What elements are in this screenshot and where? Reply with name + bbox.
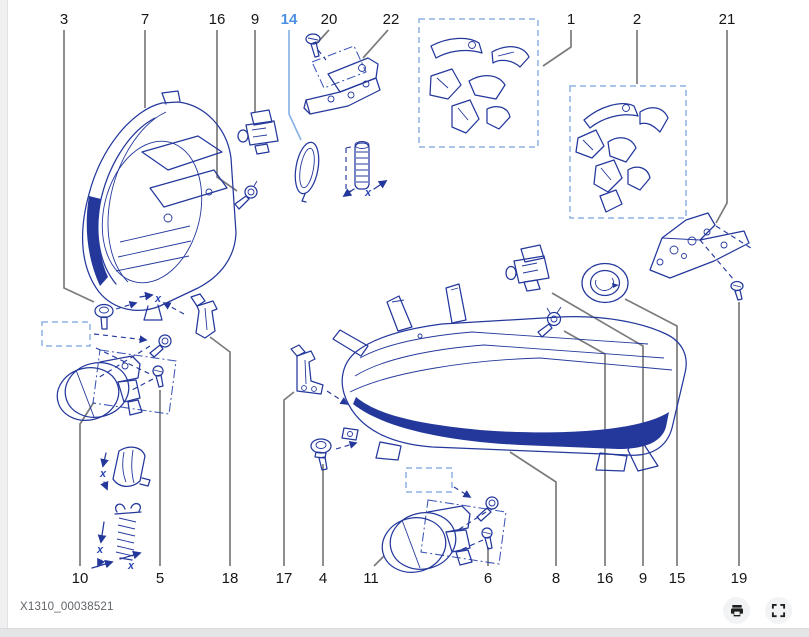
print-button[interactable] — [723, 597, 750, 624]
leader-line-bottom-9 — [551, 292, 644, 566]
part-11-fog-lamp — [381, 467, 507, 573]
part-6-screw — [455, 527, 493, 553]
part-21-bracket — [649, 212, 755, 281]
part-7-headlamp-housing — [81, 90, 237, 321]
leader-line-bottom-10 — [79, 401, 95, 566]
callout-top-3[interactable]: 3 — [60, 11, 68, 28]
horizontal-scrollbar[interactable] — [0, 628, 809, 637]
part-22-bracket — [303, 45, 381, 115]
part-1-clip-kit-box — [418, 18, 539, 148]
leader-line-top-3 — [63, 30, 95, 303]
callout-top-7[interactable]: 7 — [141, 11, 149, 28]
leader-line-top-21 — [715, 30, 728, 224]
detail-screw-x — [91, 502, 142, 569]
dimension-x-label: x — [99, 468, 107, 480]
left-panel-edge — [0, 0, 8, 637]
leader-line-bottom-11 — [373, 555, 385, 567]
dimension-x-label: x — [364, 187, 372, 199]
part-9-levelling-motor-bottom — [505, 244, 550, 292]
leader-line-top-16 — [216, 30, 238, 192]
detail-adjusting-screw — [342, 141, 388, 198]
part-20-screw — [305, 33, 327, 61]
detail-clip-x — [100, 446, 151, 491]
leader-line-top-14 — [288, 30, 302, 141]
dimension-x-label: x — [154, 293, 162, 305]
part-5-screw — [131, 365, 164, 391]
fullscreen-icon — [771, 603, 786, 618]
leader-line-top-22 — [362, 29, 389, 59]
callout-top-2[interactable]: 2 — [633, 11, 641, 28]
callout-bottom-4[interactable]: 4 — [319, 570, 327, 587]
callout-bottom-8[interactable]: 8 — [552, 570, 560, 587]
callout-bottom-6[interactable]: 6 — [484, 570, 492, 587]
leader-line-bottom-15 — [624, 298, 678, 566]
callout-top-9[interactable]: 9 — [251, 11, 259, 28]
callout-bottom-5[interactable]: 5 — [156, 570, 164, 587]
part-17-bracket — [290, 344, 349, 405]
callout-top-22[interactable]: 22 — [383, 11, 400, 28]
leader-line-bottom-16 — [563, 330, 606, 566]
leader-line-top-1 — [542, 30, 572, 67]
callout-top-14[interactable]: 14 — [281, 11, 298, 28]
part-10-fog-lamp — [56, 334, 177, 421]
callout-top-20[interactable]: 20 — [321, 11, 338, 28]
part-15-cap — [581, 262, 629, 304]
part-8-headlamp — [332, 283, 687, 472]
leader-line-bottom-17 — [283, 391, 295, 566]
part-19-screw — [730, 280, 744, 301]
callout-bottom-19[interactable]: 19 — [731, 570, 748, 587]
part-16-bulb-bottom — [537, 306, 562, 338]
callout-top-21[interactable]: 21 — [719, 11, 736, 28]
part-3-push-pin — [41, 291, 154, 347]
dimension-x-label: x — [127, 560, 135, 572]
leader-line-bottom-18 — [209, 336, 231, 566]
dimension-x-label: x — [96, 544, 104, 556]
part-4-push-pin — [310, 438, 358, 471]
part-18-clip — [162, 293, 218, 339]
part-9-levelling-motor-top — [237, 109, 279, 155]
callout-bottom-15[interactable]: 15 — [669, 570, 686, 587]
part-2-clip-kit-box — [569, 85, 687, 219]
callout-bottom-11[interactable]: 11 — [363, 570, 379, 587]
part-16-bulb-top — [234, 180, 258, 210]
part-14-trim-seal — [294, 141, 320, 203]
callout-top-16[interactable]: 16 — [209, 11, 226, 28]
callout-top-1[interactable]: 1 — [567, 11, 575, 28]
callout-bottom-9[interactable]: 9 — [639, 570, 647, 587]
print-icon — [730, 604, 743, 616]
callout-bottom-17[interactable]: 17 — [276, 570, 293, 587]
fullscreen-button[interactable] — [765, 597, 792, 624]
callout-bottom-18[interactable]: 18 — [222, 570, 239, 587]
callout-bottom-10[interactable]: 10 — [72, 570, 89, 587]
leader-line-bottom-8 — [509, 451, 557, 566]
callout-bottom-16[interactable]: 16 — [597, 570, 614, 587]
diagram-code: X1310_00038521 — [20, 601, 114, 613]
